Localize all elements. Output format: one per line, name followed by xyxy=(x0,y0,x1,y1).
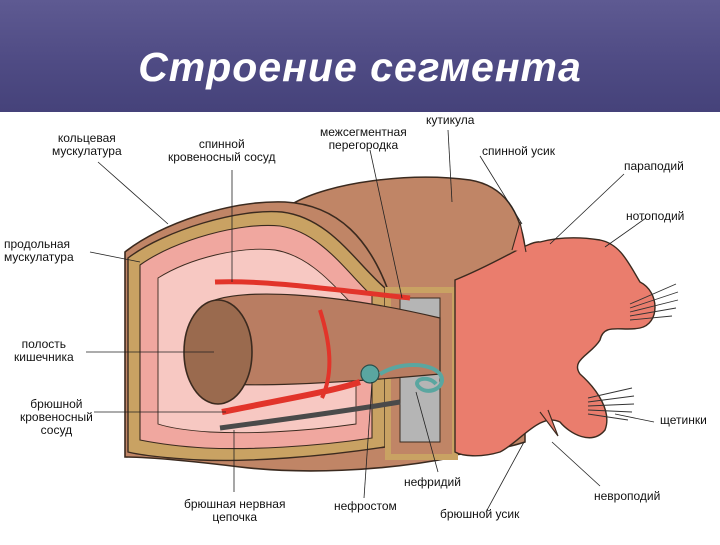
nerve-cord xyxy=(219,399,401,431)
parapodium xyxy=(454,237,656,457)
dorsal-cirrus xyxy=(511,221,527,253)
label-nerve-cord: брюшная нервная цепочка xyxy=(184,497,286,524)
label-neuropodium: невроподий xyxy=(594,489,661,503)
leader-lines xyxy=(86,129,655,513)
label-ventral-vessel: брюшной кровеносный сосуд xyxy=(20,397,93,437)
label-nephridium: нефридий xyxy=(404,475,461,489)
label-circular-muscles: кольцевая мускулатура xyxy=(52,131,122,158)
nephridium xyxy=(378,363,444,393)
label-nephrostome: нефростом xyxy=(334,499,397,513)
nephrostome xyxy=(360,364,380,384)
label-body-cavity: полость кишечника xyxy=(14,337,74,364)
label-ventral-cirrus: брюшной усик xyxy=(440,507,520,521)
title-bar: Строение сегмента xyxy=(0,0,720,112)
segment-illustration xyxy=(86,129,679,513)
ventral-cirrus xyxy=(539,409,559,437)
ventral-vessel xyxy=(221,379,361,415)
label-septum: межсегментная перегородка xyxy=(320,125,407,152)
label-longitudinal-muscles: продольная мускулатура xyxy=(4,237,74,264)
label-chaetae: щетинки xyxy=(660,413,707,427)
ring-vessel xyxy=(318,309,332,399)
upper-chaetae xyxy=(629,283,679,321)
label-dorsal-vessel: спинной кровеносный сосуд xyxy=(168,137,276,164)
label-dorsal-cirrus: спинной усик xyxy=(482,144,555,158)
segment-diagram: кольцевая мускулатура спинной кровеносны… xyxy=(0,112,720,540)
label-notopodium: нотоподий xyxy=(626,209,685,223)
slide-title: Строение сегмента xyxy=(138,44,582,90)
label-parapodium: параподий xyxy=(624,159,684,173)
label-cuticle: кутикула xyxy=(426,113,475,127)
lower-chaetae xyxy=(587,387,635,421)
septum-frame xyxy=(385,287,458,460)
